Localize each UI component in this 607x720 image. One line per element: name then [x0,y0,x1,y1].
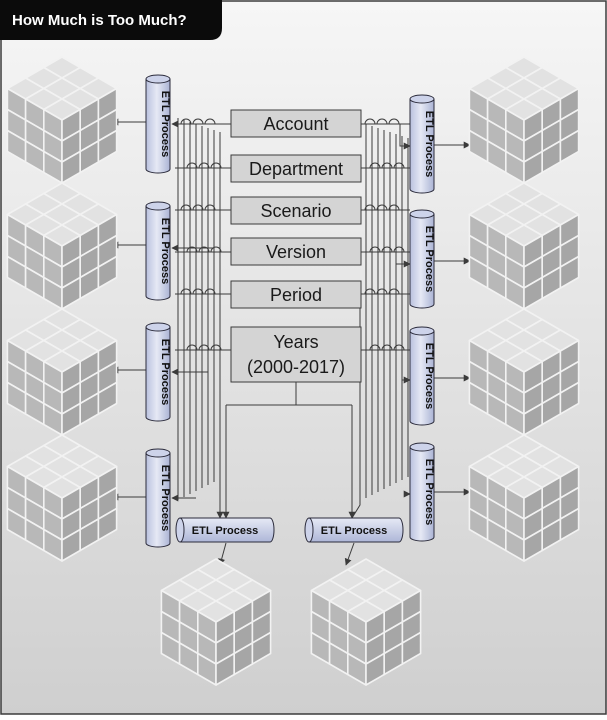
cube-left-2 [6,182,118,310]
cube-right-3 [468,308,580,436]
dimension-label: Period [270,285,322,305]
cube-left-3 [6,308,118,436]
dimension-label: Department [249,159,343,179]
dimension-box-department: Department [230,154,362,183]
etl-label: ETL Process [423,343,435,409]
connector-lines [111,118,471,566]
dimension-label: Version [266,242,326,262]
etl-process-left-1: ETL Process [145,74,171,174]
etl-label: ETL Process [321,525,387,537]
etl-process-left-4: ETL Process [145,448,171,548]
dimension-box-period: Period [230,280,362,309]
dimension-label-line2: (2000-2017) [247,357,345,377]
dimension-label: Years [273,332,318,352]
etl-label: ETL Process [423,226,435,292]
dimension-box-account: Account [230,109,362,138]
etl-label: ETL Process [159,465,171,531]
dimension-box-years: Years (2000-2017) [230,326,362,383]
etl-process-left-2: ETL Process [145,201,171,301]
etl-label: ETL Process [159,91,171,157]
etl-process-right-1: ETL Process [409,94,435,194]
cube-right-4 [468,434,580,562]
cube-bottom-1 [160,558,272,686]
etl-process-right-2: ETL Process [409,209,435,309]
etl-process-left-3: ETL Process [145,322,171,422]
dimension-box-scenario: Scenario [230,196,362,225]
etl-label: ETL Process [423,111,435,177]
etl-process-right-3: ETL Process [409,326,435,426]
etl-label: ETL Process [159,339,171,405]
etl-process-right-4: ETL Process [409,442,435,542]
cube-group [6,56,580,686]
etl-label: ETL Process [423,459,435,525]
dimension-box-version: Version [230,237,362,266]
title-bar [0,0,222,40]
etl-process-bottom-2: ETL Process [304,517,404,543]
dimension-label: Account [263,114,328,134]
cube-right-1 [468,56,580,184]
cube-bottom-2 [310,558,422,686]
cube-right-2 [468,182,580,310]
cube-left-4 [6,434,118,562]
diagram-title: How Much is Too Much? [12,12,187,29]
etl-process-bottom-1: ETL Process [175,517,275,543]
dimension-label: Scenario [260,201,331,221]
etl-label: ETL Process [159,218,171,284]
cube-left-1 [6,56,118,184]
etl-label: ETL Process [192,525,258,537]
